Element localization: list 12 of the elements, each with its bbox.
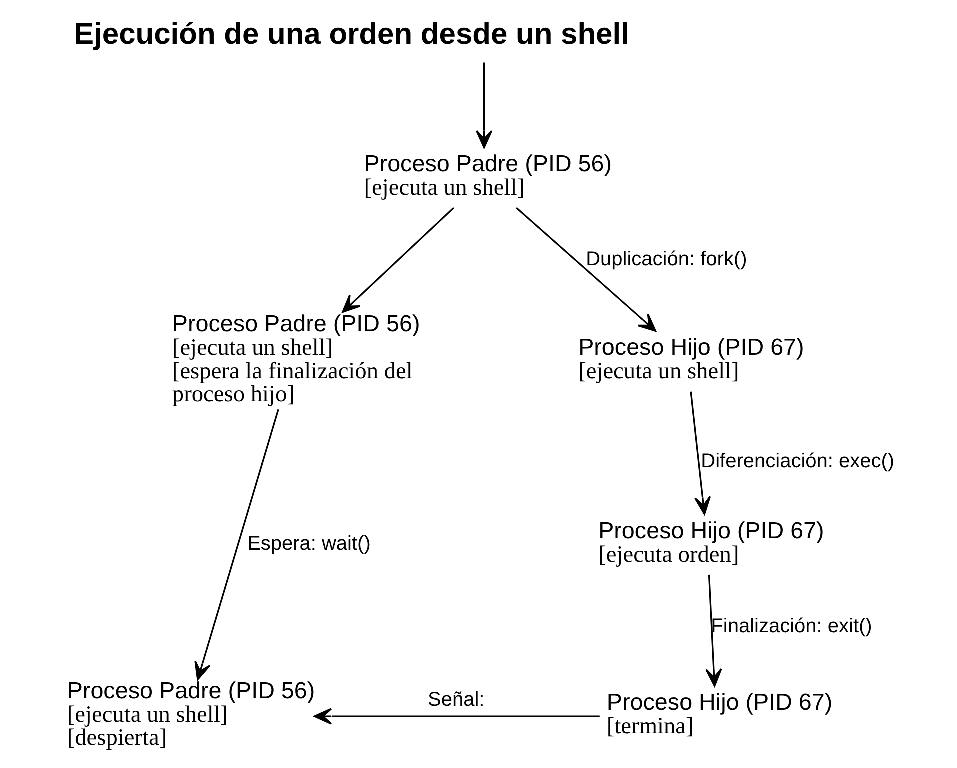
edge-label: Señal: (428, 688, 485, 711)
diagram-title: Ejecución de una orden desde un shell (74, 18, 630, 51)
node-text: Proceso Hijo (PID 67) [termina] (606, 689, 833, 740)
edge-label: Diferenciación: exec() (701, 450, 895, 472)
node-text: Proceso Padre (PID 56) [ejecuta un shell] [espera la finalización del proceso hijo] (172, 310, 420, 408)
edge-label: Espera: wait() (247, 532, 371, 555)
node-text: Proceso Hijo (PID 67) [ejecuta orden] (598, 517, 824, 568)
node-text: Proceso Padre (PID 56) [ejecuta un shell] [despierta] (67, 678, 316, 752)
edge-label: Duplicación: fork() (586, 248, 748, 271)
node-text: Proceso Padre (PID 56) [ejecuta un shell] (364, 150, 612, 201)
node-text: Proceso Hijo (PID 67) [ejecuta un shell] (578, 334, 804, 384)
edge-label: Finalización: exit() (711, 615, 872, 638)
